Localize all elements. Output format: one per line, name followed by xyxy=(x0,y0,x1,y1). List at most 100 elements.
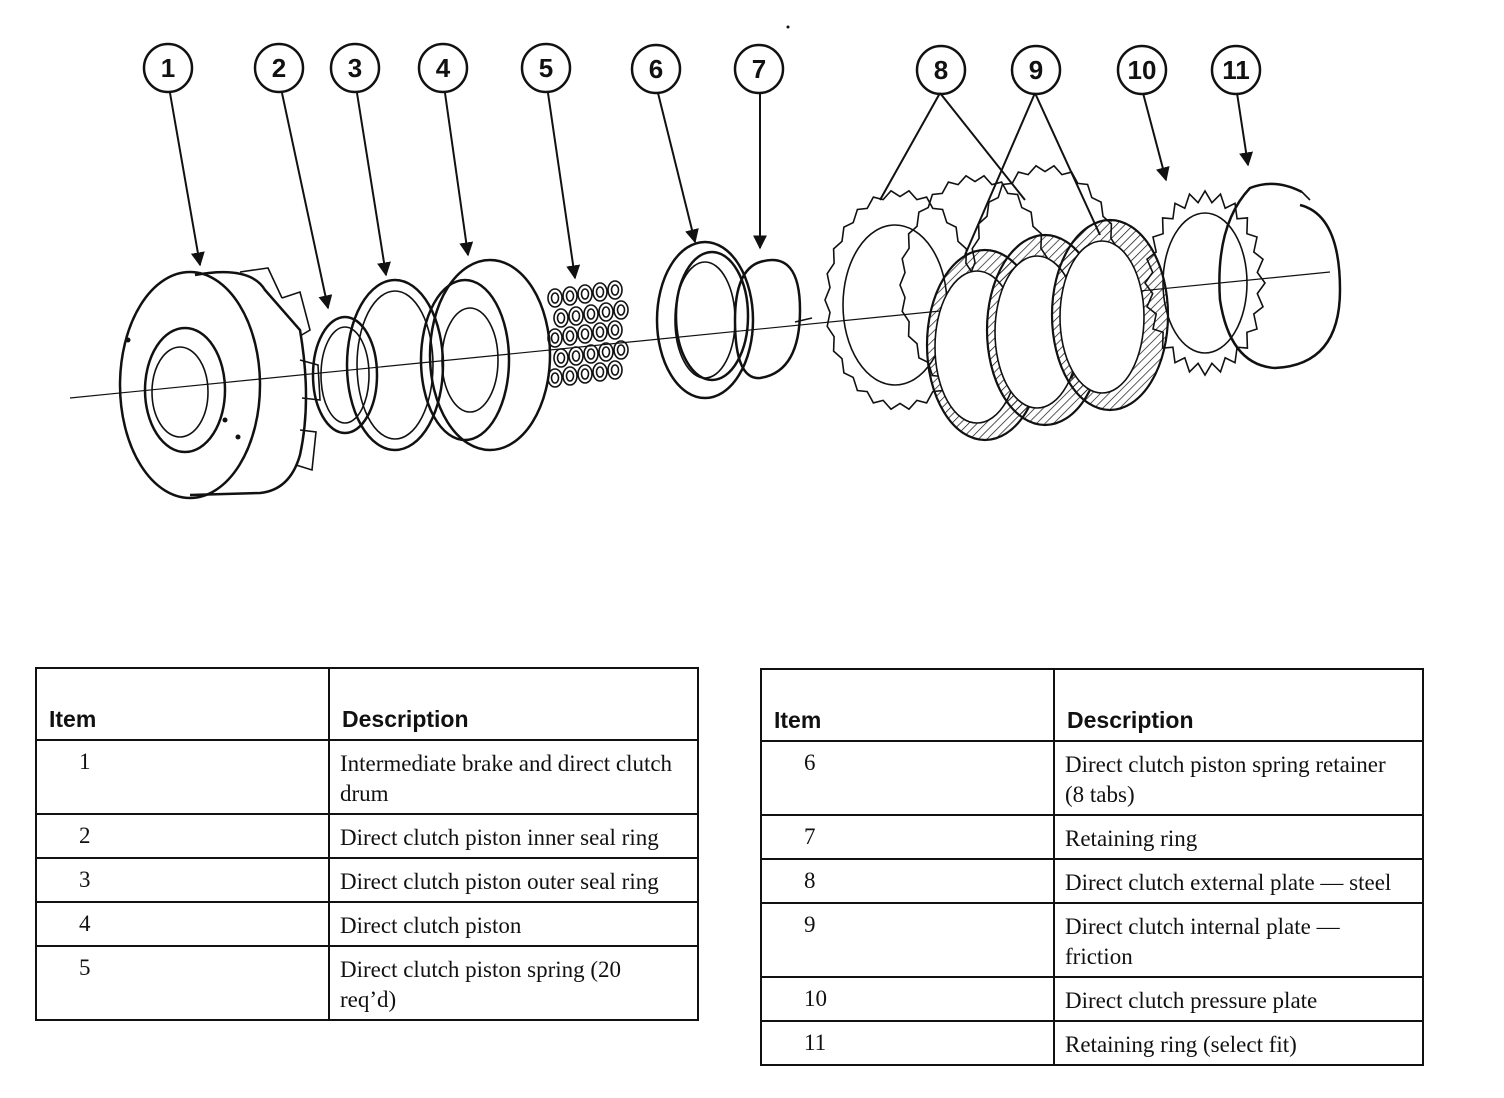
spring-coil xyxy=(598,342,614,362)
callout-8: 8 xyxy=(915,44,967,96)
item-number: 7 xyxy=(760,814,1055,860)
spring-coil xyxy=(547,288,563,308)
spring-coil-inner xyxy=(550,372,560,384)
spring-coil-inner xyxy=(595,326,605,338)
spring-coil xyxy=(592,322,608,342)
spring-coil-inner xyxy=(571,350,581,362)
exploded-view-diagram: 1 2 3 4 5 6 7 8 9 10 11 xyxy=(69,25,1342,500)
item-number: 8 xyxy=(760,858,1055,904)
item-number: 10 xyxy=(760,976,1055,1022)
callout-4-label: 4 xyxy=(436,53,451,83)
part-7-retaining-ring xyxy=(733,258,813,380)
item-number: 11 xyxy=(760,1020,1055,1066)
spring-coil xyxy=(562,366,578,386)
spring-coil-inner xyxy=(565,330,575,342)
callout-8-label: 8 xyxy=(934,55,948,85)
part-11-select-ring xyxy=(1218,182,1342,370)
pressure-plate-bore xyxy=(1162,212,1248,354)
callout-6-label: 6 xyxy=(649,54,663,84)
callout-3: 3 xyxy=(329,42,381,94)
friction-plate-bore xyxy=(1059,240,1145,394)
item-description: Retaining ring (select fit) xyxy=(1053,1020,1424,1066)
part-4-piston xyxy=(419,258,552,452)
spring-coil-inner xyxy=(556,312,566,324)
callout-4: 4 xyxy=(417,42,469,94)
callout-11-label: 11 xyxy=(1222,55,1250,85)
item-number: 3 xyxy=(35,857,330,903)
spring-coil-inner xyxy=(580,288,590,300)
spring-coil-inner xyxy=(601,306,611,318)
item-description: Direct clutch piston inner seal ring xyxy=(328,813,699,859)
item-description: Direct clutch piston spring retainer (8 … xyxy=(1053,740,1424,816)
item-description: Direct clutch internal plate — friction xyxy=(1053,902,1424,978)
spring-coil xyxy=(562,326,578,346)
part-3-outer-seal-ring xyxy=(345,278,445,452)
item-number: 9 xyxy=(760,902,1055,978)
header-item: Item xyxy=(35,667,330,741)
spring-coil-inner xyxy=(550,332,560,344)
spring-coil-inner xyxy=(580,368,590,380)
spring-coil-inner xyxy=(616,344,626,356)
spring-coil-inner xyxy=(586,348,596,360)
spring-coil-inner xyxy=(586,308,596,320)
spring-coil-inner xyxy=(610,364,620,376)
spring-coil-inner xyxy=(610,284,620,296)
spring-coil-inner xyxy=(550,292,560,304)
leader-lines xyxy=(169,92,1254,310)
item-number: 6 xyxy=(760,740,1055,816)
spring-coil xyxy=(577,364,593,384)
part-10-pressure-plate xyxy=(1144,189,1266,377)
spring-coil xyxy=(607,320,623,340)
spring-coil-inner xyxy=(565,370,575,382)
spring-coil xyxy=(607,360,623,380)
spring-coil xyxy=(547,368,563,388)
part-1-clutch-drum xyxy=(118,267,321,500)
callout-3-label: 3 xyxy=(348,53,362,83)
item-number: 1 xyxy=(35,739,330,815)
callout-5: 5 xyxy=(520,42,572,94)
spring-coil xyxy=(568,306,584,326)
spring-coil-inner xyxy=(580,328,590,340)
spring-coil xyxy=(553,308,569,328)
callout-1-label: 1 xyxy=(161,53,175,83)
callout-10-label: 10 xyxy=(1128,55,1157,85)
header-item: Item xyxy=(760,668,1055,742)
spring-coil xyxy=(547,328,563,348)
part-6-spring-retainer xyxy=(655,240,755,400)
spring-coil xyxy=(598,302,614,322)
callout-5-label: 5 xyxy=(539,53,553,83)
callout-2: 2 xyxy=(253,42,305,94)
spring-coil xyxy=(607,280,623,300)
spring-coil xyxy=(583,304,599,324)
spring-coil-inner xyxy=(610,324,620,336)
pressure-plate-outline xyxy=(1144,189,1266,377)
callout-9-label: 9 xyxy=(1029,55,1043,85)
spring-coil xyxy=(583,344,599,364)
spring-coil xyxy=(592,362,608,382)
spring-coil xyxy=(592,282,608,302)
spring-coil-inner xyxy=(601,346,611,358)
spring-coil-inner xyxy=(571,310,581,322)
part-2-inner-seal-ring xyxy=(311,315,379,435)
spring-coil xyxy=(553,348,569,368)
parts-8-9-clutch-pack xyxy=(824,164,1170,442)
item-number: 5 xyxy=(35,945,330,1021)
callout-7: 7 xyxy=(733,43,785,95)
spring-coil-inner xyxy=(616,304,626,316)
spring-coil-inner xyxy=(595,286,605,298)
spring-coil xyxy=(613,340,629,360)
item-description: Direct clutch piston spring (20 req’d) xyxy=(328,945,699,1021)
callout-1: 1 xyxy=(142,42,194,94)
